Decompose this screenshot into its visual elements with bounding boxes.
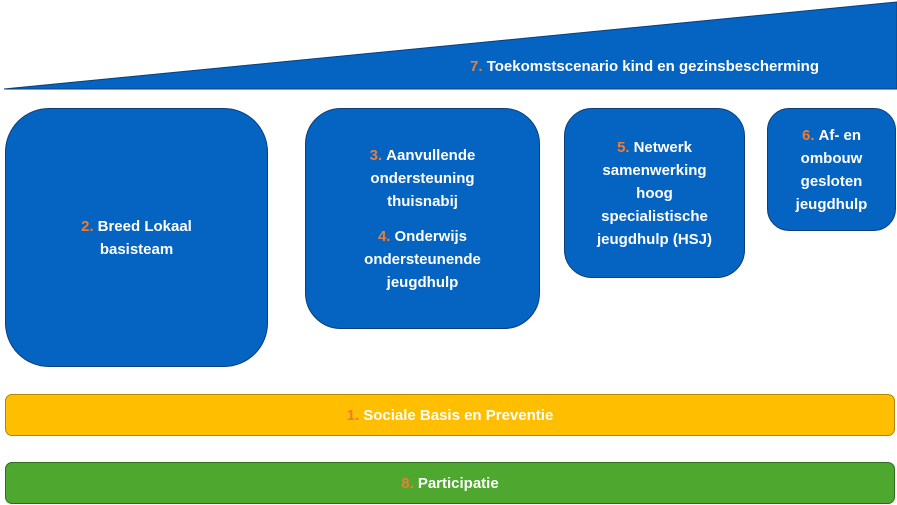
box-3-line-2: ondersteuning bbox=[370, 169, 475, 187]
box-breed-lokaal-basisteam: 2.Breed Lokaal basisteam bbox=[5, 108, 268, 367]
box-4-line-1: Onderwijs bbox=[394, 227, 468, 245]
box-netwerk-hsj: 5.Netwerk samenwerking hoog specialistis… bbox=[564, 108, 745, 278]
box-4-line-3: jeugdhulp bbox=[386, 273, 459, 291]
box-aanvullende-onderwijs: 3.Aanvullende ondersteuning thuisnabij 4… bbox=[305, 108, 540, 329]
box-6-line-3: gesloten bbox=[800, 172, 863, 190]
step-number-5: 5. bbox=[617, 138, 630, 156]
box-6-line-1: Af- en bbox=[818, 126, 862, 144]
box-5-line-3: hoog bbox=[636, 184, 673, 202]
box-5-line-5: jeugdhulp (HSJ) bbox=[597, 230, 712, 248]
step-label-7: Toekomstscenario kind en gezinsbeschermi… bbox=[486, 58, 820, 75]
bar-sociale-basis: 1. Sociale Basis en Preventie bbox=[5, 394, 895, 436]
step-number-6: 6. bbox=[801, 126, 815, 144]
box-2-line-1: Breed Lokaal bbox=[97, 217, 192, 235]
scenario-wedge bbox=[3, 1, 897, 90]
step-number-3: 3. bbox=[369, 146, 383, 164]
box-5-line-4: specialistische bbox=[601, 207, 708, 225]
step-number-4: 4. bbox=[377, 227, 391, 245]
box-2-line-2: basisteam bbox=[99, 240, 174, 258]
box-3-line-3: thuisnabij bbox=[387, 192, 458, 210]
scenario-wedge-label: 7. Toekomstscenario kind en gezinsbesche… bbox=[470, 58, 819, 75]
step-number-2: 2. bbox=[81, 217, 94, 235]
step-number-1: 1. bbox=[346, 406, 360, 424]
box-af-en-ombouw: 6.Af- en ombouw gesloten jeugdhulp bbox=[767, 108, 896, 231]
box-5-line-1: Netwerk bbox=[633, 138, 692, 156]
step-number-8: 8. bbox=[401, 474, 414, 492]
box-6-line-4: jeugdhulp bbox=[795, 195, 868, 213]
step-number-7: 7. bbox=[470, 58, 483, 75]
box-6-line-2: ombouw bbox=[800, 149, 863, 167]
bar-participatie: 8. Participatie bbox=[5, 462, 895, 504]
box-5-line-2: samenwerking bbox=[602, 161, 707, 179]
box-4-line-2: ondersteunende bbox=[364, 250, 481, 268]
bar-8-label: Participatie bbox=[417, 474, 499, 492]
bar-1-label: Sociale Basis en Preventie bbox=[363, 406, 554, 424]
box-3-line-1: Aanvullende bbox=[386, 146, 476, 164]
